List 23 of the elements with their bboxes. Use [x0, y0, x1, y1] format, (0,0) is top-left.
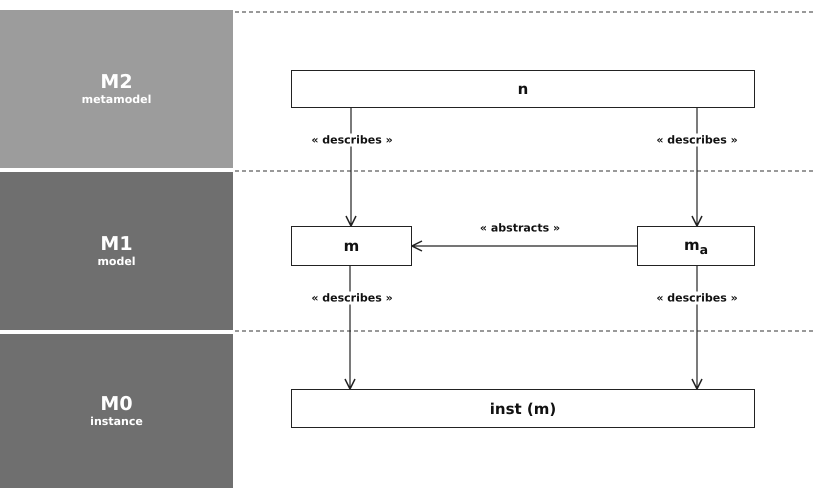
- edge-label: « abstracts »: [478, 222, 562, 234]
- level-band: [0, 10, 233, 168]
- arrow: [691, 108, 703, 227]
- level-subtitle: metamodel: [82, 92, 152, 106]
- level-band: [0, 334, 233, 488]
- arrow: [345, 108, 357, 227]
- element-box: m: [291, 226, 412, 266]
- level-subtitle: model: [97, 254, 136, 268]
- edge-label: « describes »: [309, 292, 395, 304]
- element-box: m$_{a}$: [637, 226, 755, 266]
- edge-label: « describes »: [654, 292, 740, 304]
- level-band: [0, 172, 233, 330]
- arrow: [691, 266, 703, 390]
- edge-label: « describes »: [309, 134, 395, 146]
- level-subtitle: instance: [90, 414, 143, 428]
- element-box: n: [291, 70, 755, 108]
- arrow: [344, 266, 356, 390]
- level-title: M0: [100, 394, 133, 415]
- element-box: inst (m): [291, 389, 755, 428]
- arrow: [411, 240, 637, 252]
- level-title: M2: [100, 72, 133, 93]
- edge-label: « describes »: [654, 134, 740, 146]
- level-title: M1: [100, 234, 133, 255]
